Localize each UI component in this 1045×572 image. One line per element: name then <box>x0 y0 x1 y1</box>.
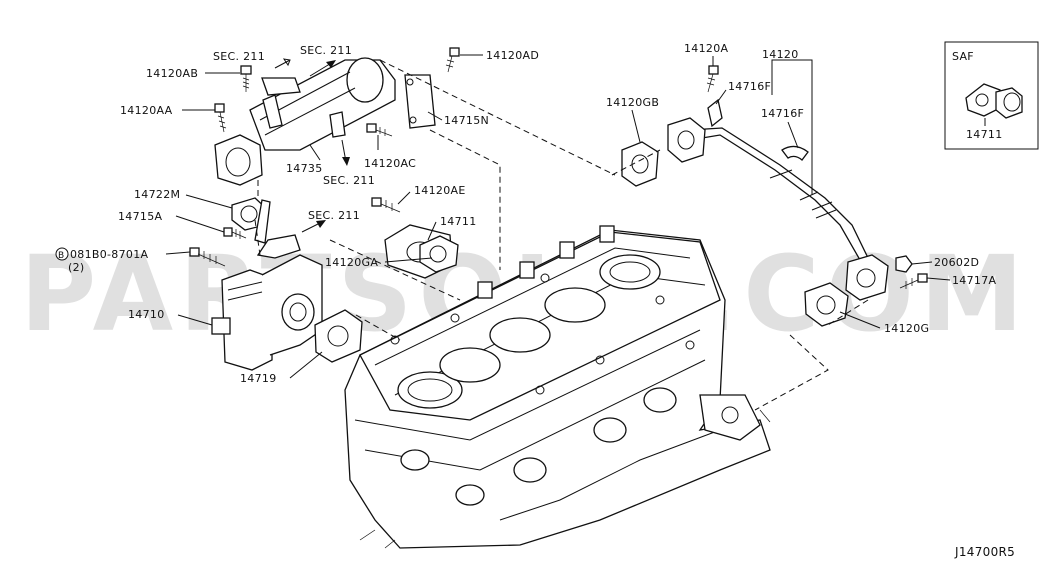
label-sec211-a: SEC. 211 <box>213 50 265 63</box>
label-14120GB: 14120GB <box>606 96 659 109</box>
head-bolt-bosses <box>390 225 695 395</box>
label-081B0-8701A: 081B0-8701A <box>70 248 149 261</box>
inset-title: SAF <box>952 50 974 63</box>
label-14715A: 14715A <box>118 210 162 223</box>
label-14716F-a: 14716F <box>728 80 771 93</box>
bolt-14120AE <box>371 197 401 213</box>
bolt-14120AA <box>214 103 227 133</box>
label-14120AD: 14120AD <box>486 49 539 62</box>
sec-arrows <box>274 58 350 233</box>
label-14120G: 14120G <box>884 322 929 335</box>
gasket-14120G <box>804 282 849 327</box>
egr-tube <box>667 98 889 301</box>
part-labels: SEC. 211 SEC. 211 14120AB 14120AA 14120A… <box>55 42 1015 559</box>
label-14719: 14719 <box>240 372 277 385</box>
egr-valve <box>211 199 323 371</box>
assembly-lines <box>254 59 869 411</box>
cylinder-head <box>344 225 771 549</box>
label-14120AC: 14120AC <box>364 157 416 170</box>
label-14120AA: 14120AA <box>120 104 173 117</box>
label-14120AB: 14120AB <box>146 67 198 80</box>
label-14715N: 14715N <box>444 114 489 127</box>
label-14120GA: 14120GA <box>325 256 378 269</box>
label-20602D: 20602D <box>934 256 979 269</box>
label-14735: 14735 <box>286 162 323 175</box>
inset-part: 14711 <box>966 128 1003 141</box>
label-sec211-d: SEC. 211 <box>308 209 360 222</box>
label-sec211-c: SEC. 211 <box>323 174 375 187</box>
label-14120A: 14120A <box>684 42 728 55</box>
label-14722M: 14722M <box>134 188 180 201</box>
label-14716F-b: 14716F <box>761 107 804 120</box>
diagram-id: J14700R5 <box>954 545 1015 559</box>
label-bolt-qty: (2) <box>68 261 84 274</box>
gasket-14120GA <box>419 235 459 273</box>
bolt-14120A <box>706 65 719 93</box>
bolt-14120AB <box>240 65 252 92</box>
label-sec211-b: SEC. 211 <box>300 44 352 57</box>
label-14120: 14120 <box>762 48 799 61</box>
nut-20602D <box>895 255 913 273</box>
gasket-14120GB <box>621 141 659 187</box>
egr-cooler <box>214 57 436 186</box>
gasket-14719 <box>314 309 363 363</box>
bolt-14120AD <box>445 47 460 73</box>
saf-inset: SAF 14711 <box>944 41 1039 150</box>
label-14120AE: 14120AE <box>414 184 466 197</box>
label-14710: 14710 <box>128 308 165 321</box>
bolt-14120AC <box>366 123 393 137</box>
label-bolt-circle: B <box>58 251 64 261</box>
label-14711: 14711 <box>440 215 477 228</box>
leader-lines <box>165 54 951 379</box>
label-14717A: 14717A <box>952 274 996 287</box>
bolt-circle-marker <box>55 247 69 261</box>
